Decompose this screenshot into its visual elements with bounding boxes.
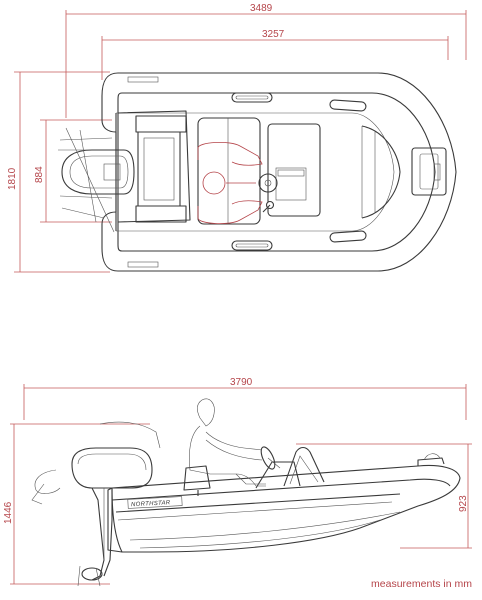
side-view-boat: NORTHSTAR bbox=[31, 398, 461, 587]
driver-silhouette bbox=[189, 398, 266, 487]
dim-top-inner-width: 884 bbox=[34, 166, 45, 183]
top-view-boat bbox=[58, 72, 457, 272]
dim-top-hull-length: 3257 bbox=[262, 29, 285, 40]
dim-side-overall-height: 1446 bbox=[3, 501, 14, 524]
dim-top-overall-length: 3489 bbox=[250, 3, 273, 14]
top-view-dimensions: 3489 3257 1810 884 bbox=[7, 3, 467, 273]
side-view-dimensions: 3790 1446 923 bbox=[3, 377, 472, 585]
dim-side-overall-length: 3790 bbox=[230, 377, 253, 388]
dim-top-beam: 1810 bbox=[7, 167, 18, 190]
measurement-units-note: measurements in mm bbox=[371, 578, 472, 590]
outboard-side bbox=[31, 421, 161, 587]
dim-side-hull-height: 923 bbox=[458, 495, 469, 512]
outboard-top bbox=[58, 127, 135, 233]
hull-logo: NORTHSTAR bbox=[131, 500, 171, 508]
